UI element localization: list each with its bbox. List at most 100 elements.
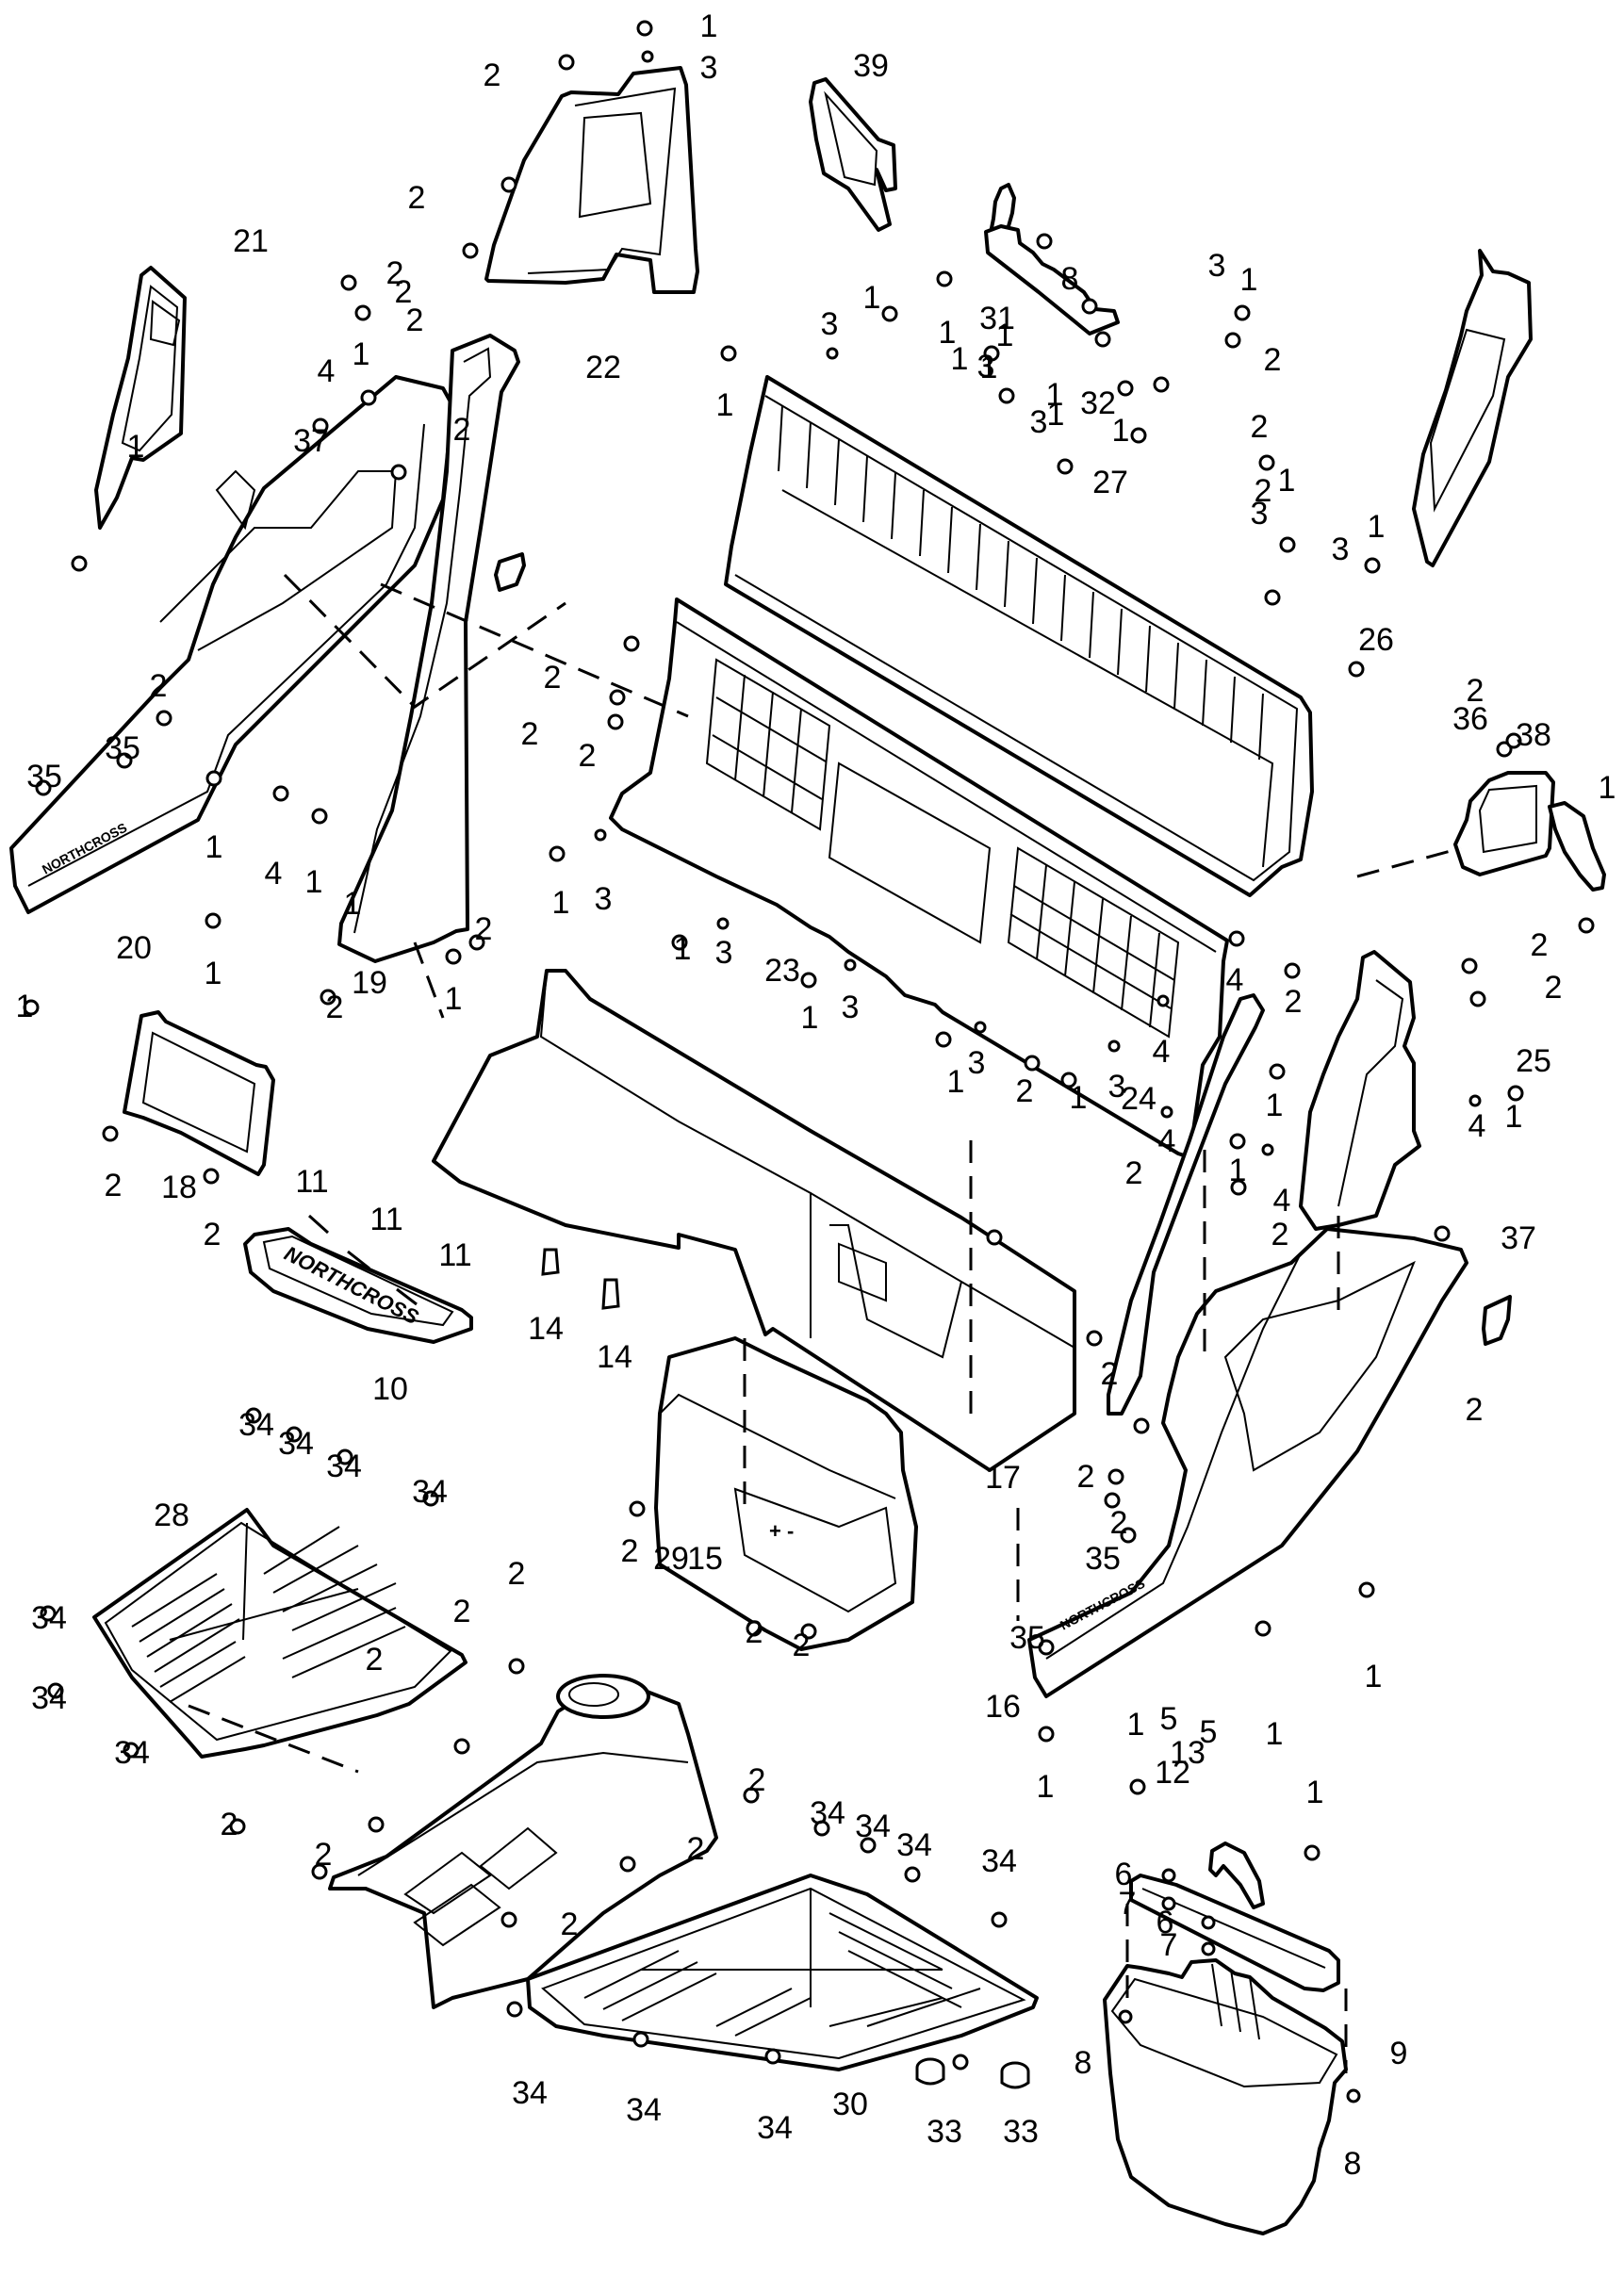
callout-part-35: 35 xyxy=(26,759,62,794)
callout-part-2: 2 xyxy=(1255,473,1272,509)
callout-part-34: 34 xyxy=(412,1474,448,1510)
callout-part-2: 2 xyxy=(406,303,424,338)
callout-part-11: 11 xyxy=(438,1237,471,1273)
callout-part-16: 16 xyxy=(985,1689,1021,1725)
callout-part-2: 2 xyxy=(408,180,426,216)
callout-part-34: 34 xyxy=(896,1827,932,1863)
mat-cleat-pattern-left xyxy=(131,1526,406,1703)
callout-part-33: 33 xyxy=(927,2114,962,2150)
callout-part-3: 3 xyxy=(1208,248,1226,284)
part-16-right-sill-panel: NORTHCROSS xyxy=(1027,1227,1468,1698)
callout-part-7: 7 xyxy=(1119,1886,1137,1922)
callout-part-3: 3 xyxy=(1108,1069,1126,1105)
part-23-rear-lower-panel xyxy=(609,597,1229,1159)
part-39-bracket xyxy=(809,77,897,232)
callout-part-24: 24 xyxy=(1121,1081,1156,1117)
callout-part-2: 2 xyxy=(1467,673,1485,709)
callout-part-2: 2 xyxy=(204,1217,221,1252)
mat-cleat-pattern-center xyxy=(583,1912,981,2037)
callout-part-1: 1 xyxy=(1070,1080,1088,1116)
callout-part-34: 34 xyxy=(114,1735,150,1771)
callout-part-26: 26 xyxy=(1358,622,1394,658)
callout-part-4: 4 xyxy=(318,353,336,389)
callout-part-4: 4 xyxy=(1153,1034,1171,1070)
callout-part-19: 19 xyxy=(352,965,387,1001)
callout-part-2: 2 xyxy=(521,716,539,752)
callout-part-2: 2 xyxy=(746,1614,763,1650)
callout-part-28: 28 xyxy=(154,1498,189,1533)
callout-part-1: 1 xyxy=(1037,1769,1055,1805)
callout-part-1: 1 xyxy=(1505,1099,1523,1135)
part-30-center-floor-mat xyxy=(526,1874,1039,2071)
callout-part-2: 2 xyxy=(395,274,413,310)
callout-part-34: 34 xyxy=(810,1795,845,1831)
battery-symbol: + - xyxy=(769,1519,794,1543)
part-37-tags xyxy=(494,552,1512,1346)
callout-part-13: 13 xyxy=(1170,1735,1206,1771)
callout-part-3: 3 xyxy=(842,990,860,1025)
assembly-dashed-lines xyxy=(188,573,1462,2073)
callout-part-2: 2 xyxy=(1077,1459,1095,1495)
callout-part-2: 2 xyxy=(579,738,597,774)
part-36-bracket xyxy=(1453,771,1555,876)
callout-part-2: 2 xyxy=(793,1628,811,1663)
fastener-icons xyxy=(23,20,1595,2103)
callout-part-3: 3 xyxy=(1251,496,1269,532)
rib-pattern xyxy=(778,404,1264,761)
callout-part-2: 2 xyxy=(484,57,501,93)
callout-part-2: 2 xyxy=(315,1837,333,1873)
callout-part-34: 34 xyxy=(31,1600,67,1636)
callout-part-1: 1 xyxy=(674,931,692,967)
callout-part-1: 1 xyxy=(344,886,362,922)
callout-part-3: 3 xyxy=(977,349,995,385)
callout-part-34: 34 xyxy=(626,2092,662,2128)
callout-part-1: 1 xyxy=(801,1000,819,1036)
part-21-left-upper-panel xyxy=(94,266,187,530)
callout-part-1: 1 xyxy=(1047,397,1065,433)
callout-part-2: 2 xyxy=(366,1642,384,1678)
callout-part-25: 25 xyxy=(1516,1043,1551,1079)
callout-part-6: 6 xyxy=(1115,1857,1133,1892)
callout-part-1: 1 xyxy=(1127,1707,1145,1743)
callout-part-35: 35 xyxy=(1009,1620,1045,1656)
callout-part-18: 18 xyxy=(161,1170,197,1205)
callout-part-1: 1 xyxy=(1365,1659,1383,1694)
callout-part-29: 29 xyxy=(653,1541,689,1577)
callout-part-2: 2 xyxy=(1466,1392,1484,1428)
callout-part-1: 1 xyxy=(863,280,881,316)
callout-part-3: 3 xyxy=(595,881,613,917)
callout-part-23: 23 xyxy=(764,953,800,989)
callout-part-5: 5 xyxy=(1160,1701,1178,1737)
callout-part-4: 4 xyxy=(1226,962,1244,998)
callout-part-35: 35 xyxy=(105,730,140,766)
callout-part-35: 35 xyxy=(1085,1541,1121,1577)
callout-part-1: 1 xyxy=(205,956,222,991)
callout-part-1: 1 xyxy=(305,864,323,900)
callout-part-34: 34 xyxy=(512,2075,548,2111)
callout-part-2: 2 xyxy=(561,1907,579,1942)
callout-part-1: 1 xyxy=(445,981,463,1017)
callout-part-2: 2 xyxy=(687,1831,705,1867)
part-25-right-upper-trim xyxy=(1299,950,1421,1231)
callout-part-36: 36 xyxy=(1452,701,1488,737)
callout-part-4: 4 xyxy=(265,856,283,892)
callout-part-7: 7 xyxy=(1160,1927,1178,1963)
part-22-rear-pillar-trim xyxy=(484,66,699,294)
callout-part-1: 1 xyxy=(1229,1153,1247,1188)
callout-part-12: 12 xyxy=(1155,1755,1190,1791)
callout-part-5: 5 xyxy=(1200,1714,1218,1750)
part-10-badge-plate: NORTHCROSS xyxy=(243,1227,473,1344)
grille-left xyxy=(705,658,831,831)
callout-part-34: 34 xyxy=(757,2110,793,2146)
callout-part-27: 27 xyxy=(1092,465,1128,500)
part-11-clips xyxy=(307,1214,418,1306)
callout-part-2: 2 xyxy=(1264,342,1282,378)
callout-part-2: 2 xyxy=(1251,409,1269,445)
callout-part-33: 33 xyxy=(1003,2114,1039,2150)
callout-part-1: 1 xyxy=(205,829,223,865)
grille-right xyxy=(1007,846,1180,1039)
callout-part-2: 2 xyxy=(1285,984,1303,1020)
callout-part-2: 2 xyxy=(1110,1505,1128,1541)
callout-part-4: 4 xyxy=(1273,1183,1291,1219)
callout-part-2: 2 xyxy=(386,255,404,291)
